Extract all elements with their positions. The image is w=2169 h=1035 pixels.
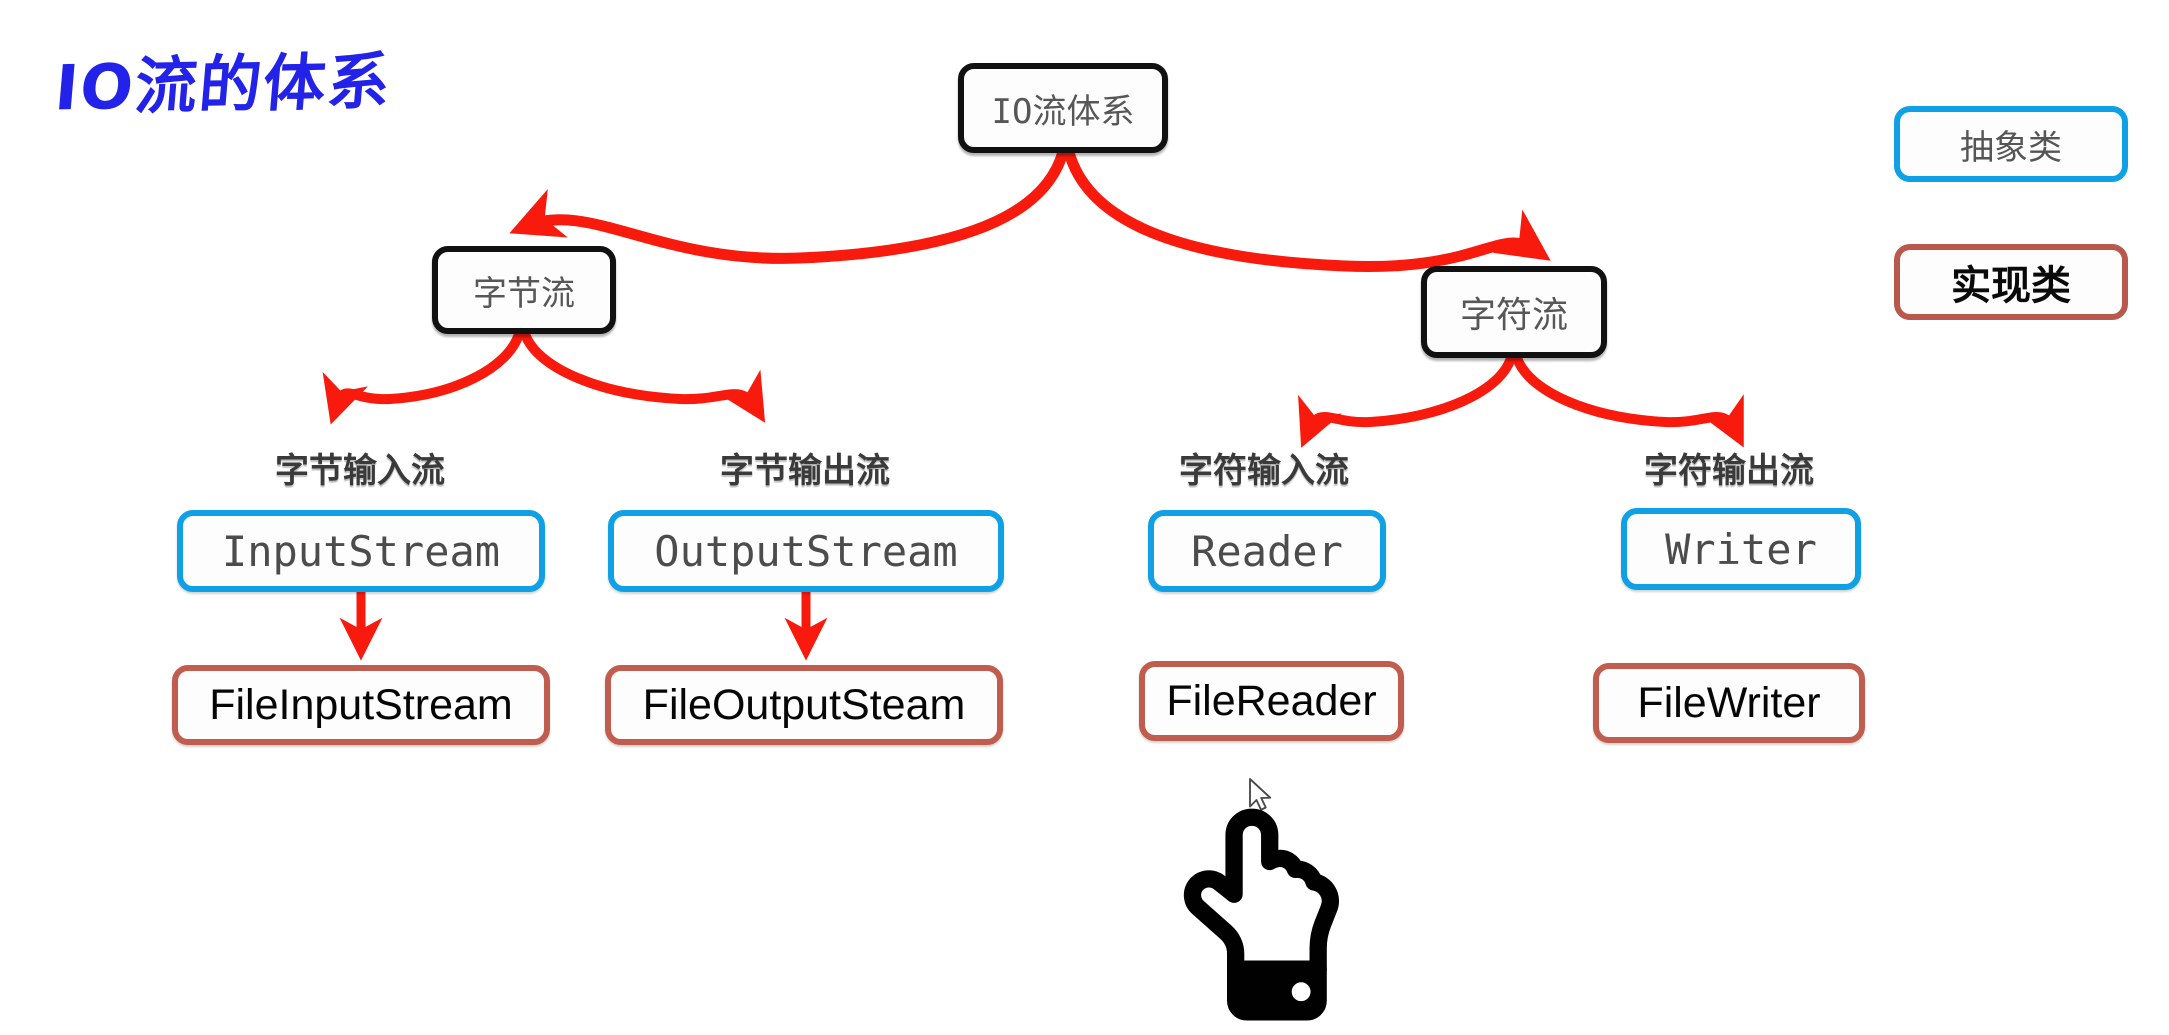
node-outputstream[interactable]: OutputStream bbox=[608, 510, 1004, 592]
legend-abstract-label: 抽象类 bbox=[1960, 127, 2062, 168]
node-char-stream-label: 字符流 bbox=[1459, 295, 1568, 336]
arrow-cursor bbox=[1249, 778, 1272, 811]
node-char-stream[interactable]: 字符流 bbox=[1421, 266, 1607, 358]
node-byte-stream[interactable]: 字节流 bbox=[432, 246, 616, 334]
legend-impl-label: 实现类 bbox=[1951, 263, 2071, 309]
node-outputstream-label: OutputStream bbox=[654, 526, 958, 576]
node-fileinputstream[interactable]: FileInputStream bbox=[172, 665, 550, 745]
node-filereader-label: FileReader bbox=[1166, 676, 1377, 725]
node-filewriter-label: FileWriter bbox=[1637, 678, 1821, 727]
node-fileoutputsteam-label: FileOutputSteam bbox=[642, 680, 966, 729]
node-filereader[interactable]: FileReader bbox=[1139, 661, 1404, 741]
node-writer[interactable]: Writer bbox=[1621, 508, 1861, 590]
edge-byte-stream-to-byte-output bbox=[520, 329, 766, 423]
edge-root-to-byte-stream bbox=[509, 146, 1069, 264]
legend-abstract-class[interactable]: 抽象类 bbox=[1894, 106, 2128, 182]
caption-byte-output: 字节输出流 bbox=[625, 443, 985, 492]
node-inputstream[interactable]: InputStream bbox=[177, 510, 545, 592]
node-filewriter[interactable]: FileWriter bbox=[1593, 663, 1865, 743]
node-reader[interactable]: Reader bbox=[1148, 510, 1386, 592]
caption-char-input-label: 字符输入流 bbox=[1179, 451, 1349, 491]
caption-char-output: 字符输出流 bbox=[1549, 443, 1909, 492]
node-byte-stream-label: 字节流 bbox=[473, 273, 575, 314]
edge-char-stream-to-char-input bbox=[1298, 353, 1516, 448]
node-fileinputstream-label: FileInputStream bbox=[209, 680, 513, 729]
node-reader-label: Reader bbox=[1191, 526, 1343, 576]
node-root-label: IO流体系 bbox=[991, 91, 1135, 132]
node-writer-label: Writer bbox=[1665, 524, 1817, 574]
caption-char-output-label: 字符输出流 bbox=[1644, 451, 1814, 491]
node-root[interactable]: IO流体系 bbox=[958, 63, 1168, 153]
hand-pointer-cursor bbox=[1183, 808, 1339, 1021]
caption-byte-input-label: 字节输入流 bbox=[275, 451, 445, 491]
edge-char-stream-to-char-output bbox=[1512, 353, 1744, 448]
legend-implementation-class[interactable]: 实现类 bbox=[1894, 244, 2128, 320]
caption-char-input: 字符输入流 bbox=[1084, 443, 1444, 492]
page-title: IO流的体系 bbox=[52, 44, 395, 125]
caption-byte-output-label: 字节输出流 bbox=[720, 451, 890, 491]
edge-root-to-char-stream bbox=[1063, 146, 1551, 273]
edge-byte-stream-to-byte-input bbox=[322, 329, 524, 425]
node-inputstream-label: InputStream bbox=[221, 526, 501, 576]
caption-byte-input: 字节输入流 bbox=[180, 443, 540, 492]
node-fileoutputsteam[interactable]: FileOutputSteam bbox=[605, 665, 1003, 745]
